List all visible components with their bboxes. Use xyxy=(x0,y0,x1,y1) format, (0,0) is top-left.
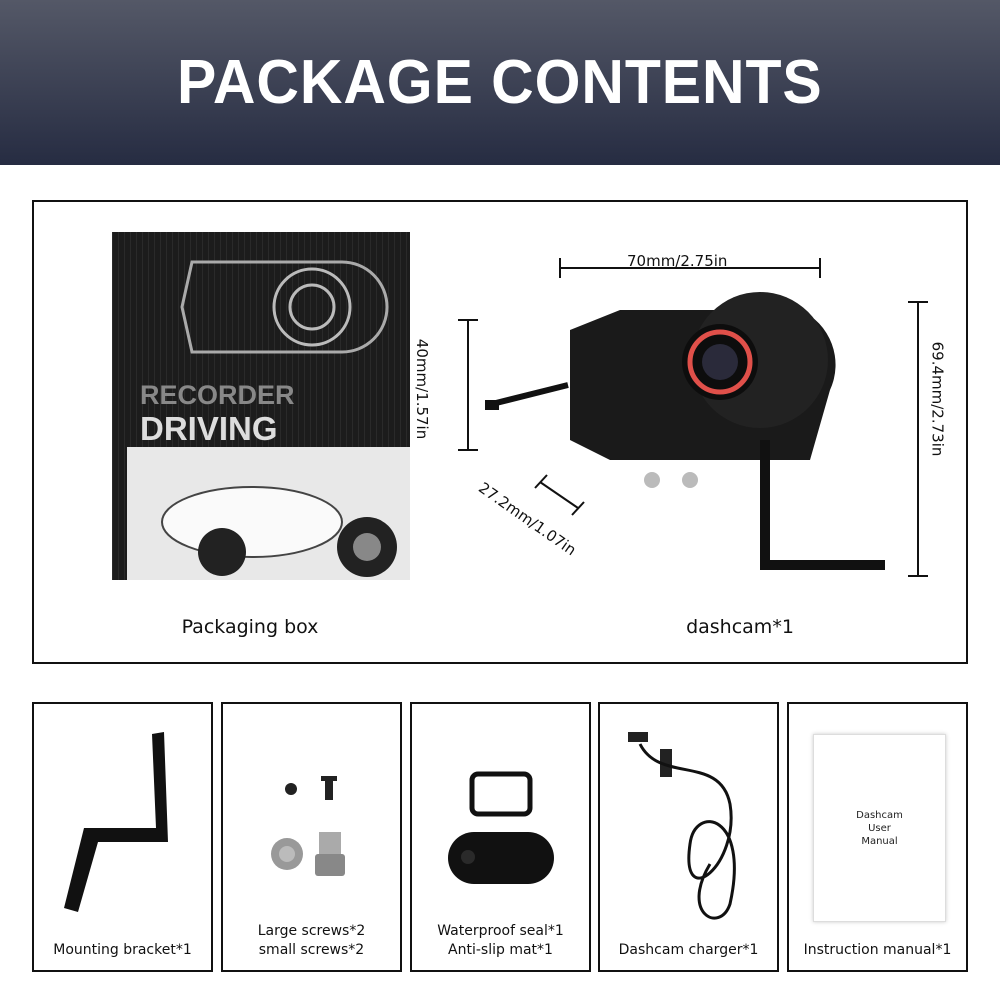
item-label: Dashcam charger*1 xyxy=(618,942,759,958)
manual-text: Manual xyxy=(861,835,898,847)
box-text-recorder: RECORDER xyxy=(140,380,295,410)
packaging-box-caption: Packaging box xyxy=(181,616,319,638)
header-banner: PACKAGE CONTENTS xyxy=(0,0,1000,165)
item-mounting-bracket: Mounting bracket*1 xyxy=(32,702,213,972)
dashcam-image xyxy=(458,258,928,577)
cable-icon xyxy=(628,732,736,920)
box-text-driving: DRIVING xyxy=(140,410,278,447)
item-label: Instruction manual*1 xyxy=(803,942,952,958)
main-panel xyxy=(32,200,968,664)
dimension-height-right: 69.4mm/2.73in xyxy=(928,341,947,457)
item-label: Mounting bracket*1 xyxy=(53,942,192,958)
dimension-width: 70mm/2.75in xyxy=(627,252,728,270)
manual-image: Dashcam User Manual xyxy=(813,734,946,922)
box-art xyxy=(112,232,410,580)
dashcam-caption: dashcam*1 xyxy=(686,616,794,638)
bracket-icon xyxy=(64,732,168,912)
item-charger: Dashcam charger*1 xyxy=(598,702,779,972)
item-instruction-manual: Dashcam User Manual Instruction manual*1 xyxy=(787,702,968,972)
item-label: Large screws*2 xyxy=(257,923,366,939)
manual-text: User xyxy=(868,822,891,834)
item-screws: Large screws*2 small screws*2 xyxy=(221,702,402,972)
screws-icon xyxy=(271,776,345,876)
page-title: PACKAGE CONTENTS xyxy=(177,48,823,117)
item-label-2: small screws*2 xyxy=(258,942,365,958)
item-label: Waterproof seal*1 xyxy=(437,923,564,939)
item-label-2: Anti-slip mat*1 xyxy=(448,942,553,958)
dimension-height-left: 40mm/1.57in xyxy=(413,338,432,440)
packaging-box-image: RECORDER DRIVING xyxy=(112,232,410,580)
seal-icon xyxy=(448,771,554,884)
manual-text: Dashcam xyxy=(856,809,903,821)
